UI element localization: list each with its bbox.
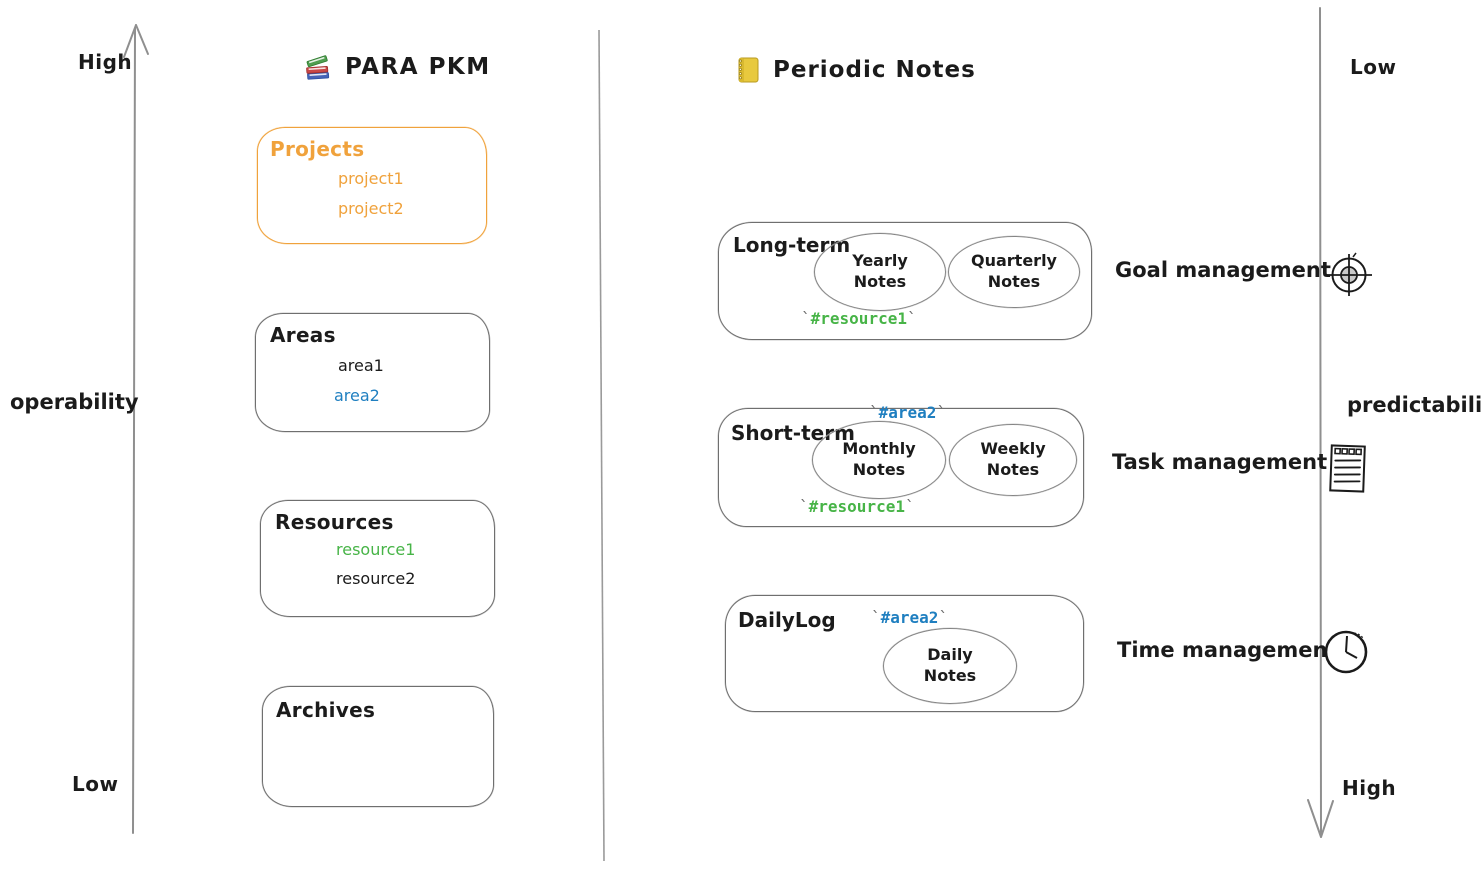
projects-box: Projects project1 project2: [257, 127, 487, 244]
notepad-icon: [1329, 444, 1366, 493]
short-term-box: `#area2` Short-term Monthly Notes Weekly…: [718, 403, 1084, 527]
time-management-label: Time management: [1117, 638, 1338, 662]
resources-item-2: resource2: [336, 569, 416, 588]
daily-notes-ellipse: Daily Notes: [883, 628, 1017, 704]
right-axis-name: predictability: [1347, 393, 1482, 417]
yearly-notes-ellipse: Yearly Notes: [814, 233, 946, 311]
areas-item-1: area1: [338, 356, 384, 375]
archives-box-title: Archives: [276, 698, 376, 722]
long-term-resource-tag: `#resource1`: [801, 309, 917, 328]
resources-box: Resources resource1 resource2: [260, 500, 495, 617]
target-icon: [1326, 252, 1372, 296]
projects-box-title: Projects: [270, 137, 365, 161]
weekly-notes-ellipse: Weekly Notes: [949, 424, 1077, 496]
monthly-notes-ellipse: Monthly Notes: [812, 421, 946, 499]
goal-management-label: Goal management: [1115, 258, 1331, 282]
long-term-box: Long-term Yearly Notes Quarterly Notes `…: [718, 222, 1092, 340]
left-axis-top-label: High: [78, 50, 133, 74]
periodic-notes-title-text: Periodic Notes: [773, 57, 976, 83]
short-term-resource-tag: `#resource1`: [799, 497, 915, 516]
center-divider-line: [598, 29, 605, 862]
right-axis-bottom-label: High: [1342, 776, 1397, 800]
projects-item-2: project2: [338, 199, 404, 218]
right-axis-arrow-down: [1307, 7, 1334, 838]
left-axis-arrow-up: [123, 24, 149, 834]
ledger-emoji-icon: [738, 57, 759, 83]
para-pkm-title-text: PARA PKM: [345, 54, 491, 80]
books-emoji-icon: [306, 55, 330, 80]
resources-item-1: resource1: [336, 540, 416, 559]
short-term-area-tag: `#area2`: [869, 403, 947, 422]
clock-icon: [1324, 630, 1368, 674]
archives-box: Archives: [262, 686, 494, 807]
areas-box: Areas area1 area2: [255, 313, 490, 432]
projects-item-1: project1: [338, 169, 404, 188]
quarterly-notes-ellipse: Quarterly Notes: [948, 236, 1080, 308]
daily-log-box: DailyLog `#area2` Daily Notes: [725, 595, 1084, 712]
task-management-label: Task management: [1112, 450, 1328, 474]
resources-box-title: Resources: [275, 510, 394, 534]
left-axis-name: operability: [10, 390, 139, 414]
daily-log-area-tag: `#area2`: [871, 608, 949, 627]
para-pkm-title: PARA PKM: [303, 52, 491, 82]
left-axis-bottom-label: Low: [72, 772, 119, 796]
periodic-notes-title: Periodic Notes: [735, 56, 976, 84]
areas-item-2: area2: [334, 386, 380, 405]
daily-log-title: DailyLog: [738, 608, 836, 632]
areas-box-title: Areas: [270, 323, 336, 347]
right-axis-top-label: Low: [1350, 55, 1397, 79]
